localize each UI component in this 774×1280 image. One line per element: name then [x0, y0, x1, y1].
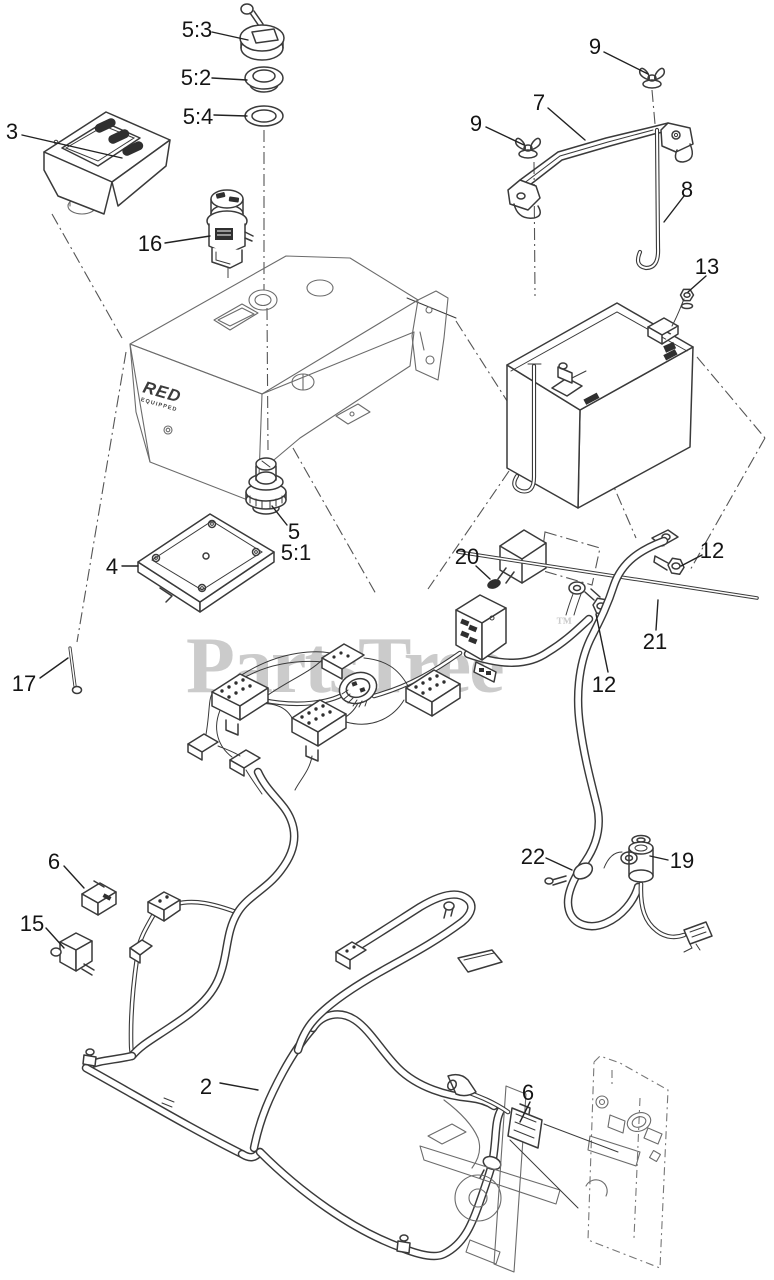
cable-clamp-right: [479, 1155, 502, 1179]
ecu-module-4: [137, 513, 275, 613]
battery-terminal-negative: [551, 362, 587, 397]
callout-22: 22: [521, 844, 545, 869]
callout-21: 21: [643, 629, 667, 654]
callouts: 5:3 5:2 5:4 3 9 7 9 8 16 13 5 5:1 4 20 1…: [6, 17, 724, 1123]
callout-9a: 9: [589, 34, 601, 59]
callout-3: 3: [6, 119, 18, 144]
clamp-22: [544, 862, 594, 886]
relay-15: [50, 932, 95, 976]
harness-connector-a: [211, 673, 269, 736]
grommet-5-2: [244, 66, 284, 93]
cable-clip-bottom: [396, 1234, 411, 1254]
left-branch: [50, 880, 236, 1057]
battery-terminal-positive: [647, 298, 685, 353]
projection-lines: [51, 89, 766, 643]
main-harness-2: [83, 772, 503, 1256]
console-panel: RED EQUIPPED: [129, 255, 449, 505]
callout-6b: 6: [522, 1080, 534, 1105]
callout-8: 8: [681, 177, 693, 202]
display-module-3: [43, 111, 171, 215]
callout-5-3: 5:3: [182, 17, 213, 42]
callout-7: 7: [533, 90, 545, 115]
callout-15: 15: [20, 911, 44, 936]
boot-20: [487, 529, 547, 589]
o-ring-5-4: [244, 105, 284, 127]
callout-17: 17: [12, 671, 36, 696]
mount-assembly-bottom-right: [419, 1055, 669, 1273]
battery-j-bolt: [514, 363, 542, 491]
callout-12a: 12: [700, 538, 724, 563]
connector-6-mate: [147, 891, 181, 922]
hairpin-boot: [457, 949, 503, 973]
callout-6a: 6: [48, 849, 60, 874]
harness-connector-e: [229, 749, 261, 777]
red-equipped-logo: RED EQUIPPED: [140, 378, 184, 414]
connector-6-bottom: [507, 1103, 543, 1149]
inline-clip: [129, 939, 153, 964]
j-bolt-8: [638, 130, 658, 268]
callout-5-2: 5:2: [181, 65, 212, 90]
harness-connector-right: [683, 921, 713, 953]
callout-20: 20: [455, 544, 479, 569]
wire-boot-bottom: [446, 1073, 477, 1097]
callout-9b: 9: [470, 111, 482, 136]
harness-connector-b: [291, 699, 347, 762]
callout-2: 2: [200, 1074, 212, 1099]
callout-16: 16: [138, 231, 162, 256]
callout-12b: 12: [592, 672, 616, 697]
battery-bracket-7: [507, 122, 694, 219]
wing-nut-9-left: [514, 137, 542, 159]
callout-5: 5: [288, 519, 300, 544]
switch-16: [206, 189, 254, 269]
callout-13: 13: [695, 254, 719, 279]
ring-terminal: [603, 851, 638, 869]
callout-5-4: 5:4: [183, 104, 214, 129]
watermark-tm: ™: [556, 615, 572, 632]
nut-13: [679, 288, 695, 310]
wire-harness-center: [187, 594, 507, 795]
terminal-boot-19: [628, 834, 654, 883]
battery-cable: [468, 541, 713, 953]
round-connector: [338, 671, 378, 708]
hairpin-stub: [443, 901, 455, 919]
harness-connector-c: [405, 669, 461, 717]
connector-6-left: [81, 880, 117, 916]
key-switch-5: [245, 457, 287, 515]
harness-connector-f: [187, 733, 241, 761]
relay-module: [455, 594, 507, 683]
battery: [506, 298, 694, 509]
hairpin-connector: [335, 941, 367, 970]
harness-connector-d: [321, 643, 365, 680]
callout-19: 19: [670, 848, 694, 873]
callout-5-1: 5:1: [281, 540, 312, 565]
callout-4: 4: [106, 554, 118, 579]
screw-17: [68, 646, 83, 695]
bolt-12-right: [653, 555, 685, 576]
cable-clip-left: [82, 1048, 97, 1067]
key-cap-5-3: [239, 3, 285, 61]
